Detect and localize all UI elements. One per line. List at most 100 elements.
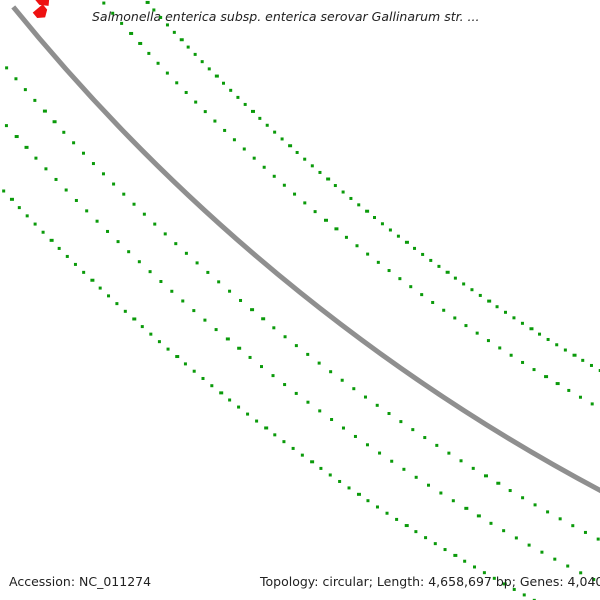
track-dot [174, 242, 178, 246]
topology-text: Topology: circular; Length: 4,658,697 bp… [260, 574, 600, 589]
track-dot [355, 244, 359, 248]
track-dot [280, 137, 284, 141]
track-dot [395, 517, 399, 521]
track-dot [553, 557, 557, 561]
track-dot [442, 308, 446, 312]
track-dot [159, 15, 163, 19]
track-dot [206, 270, 210, 274]
track-dot [475, 331, 479, 335]
track-dot [303, 157, 307, 161]
track-dot [357, 203, 361, 207]
track-dot [239, 298, 243, 302]
track-dot [265, 123, 269, 127]
track-dot [195, 261, 199, 265]
track-dot [471, 466, 475, 470]
track-dot [451, 499, 455, 503]
track-dot [152, 8, 156, 12]
track-dot [112, 182, 116, 186]
track-dot [514, 536, 518, 540]
track-dot [9, 197, 14, 201]
track-dot [74, 198, 78, 202]
track-dot [283, 335, 287, 339]
track-dot [237, 346, 242, 350]
track-dot [341, 426, 345, 430]
track-dot [273, 433, 277, 437]
track-dot [496, 481, 501, 485]
track-dot [508, 489, 512, 493]
track-dot [376, 260, 380, 264]
track-dot [487, 299, 492, 303]
track-dot [201, 376, 205, 380]
track-dot [509, 353, 513, 357]
track-dot [252, 156, 256, 160]
track-dot [184, 251, 188, 255]
track-dot [306, 400, 310, 404]
track-dot [429, 258, 433, 262]
track-dot [217, 280, 221, 284]
track-dot [414, 475, 418, 479]
track-dot [132, 317, 137, 321]
track-dot [431, 300, 435, 304]
track-dot [262, 165, 266, 169]
track-dot [453, 276, 457, 280]
track-dot [107, 294, 111, 298]
track-dot [116, 240, 120, 244]
track-dot [375, 505, 379, 509]
track-dot [273, 130, 277, 134]
track-dot [578, 395, 582, 399]
track-dot [538, 332, 542, 336]
track-dot [33, 222, 37, 226]
track-dot [365, 209, 370, 213]
track-dot [138, 41, 143, 45]
track-dot [149, 332, 153, 336]
track-dot [512, 587, 516, 591]
track-dot [140, 325, 144, 329]
track-dot [132, 202, 136, 206]
track-dot [313, 210, 317, 214]
track-dot [328, 473, 332, 477]
track-dot [200, 60, 204, 64]
track-dot [250, 109, 255, 113]
track-dot [17, 206, 21, 210]
track-dot [462, 282, 466, 286]
track-dot [411, 428, 415, 432]
track-dot [340, 378, 344, 382]
track-dot [283, 383, 287, 387]
track-dot [95, 219, 99, 223]
track-dot [101, 172, 105, 176]
track-dot [33, 98, 37, 102]
track-dot [232, 138, 236, 142]
track-dot [463, 559, 467, 563]
track-dot [326, 177, 331, 181]
track-dot [294, 344, 298, 348]
track-dot [445, 270, 450, 274]
track-dot [228, 398, 232, 402]
track-dot [300, 453, 304, 457]
track-dot [502, 582, 507, 586]
track-dot [145, 0, 150, 4]
gene-features [32, 0, 50, 18]
track-dot [540, 550, 544, 554]
track-dot [282, 183, 286, 187]
track-dot [57, 246, 61, 250]
gene-feature [33, 0, 50, 6]
track-dot [464, 324, 468, 328]
track-dot [129, 31, 134, 35]
track-dot [4, 124, 8, 128]
track-dot [248, 355, 252, 359]
track-dot [356, 492, 361, 496]
track-dot [404, 240, 409, 244]
track-dot [98, 286, 102, 290]
track-dot [563, 348, 567, 352]
track-dot [529, 327, 534, 331]
track-dot [34, 156, 38, 160]
track-dot [49, 238, 54, 242]
track-dot [255, 419, 259, 423]
track-dot [310, 460, 315, 464]
track-dot [344, 235, 348, 239]
track-dot [598, 369, 600, 373]
track-dot [261, 317, 266, 321]
track-dot [303, 201, 307, 205]
track-dot [572, 353, 577, 357]
